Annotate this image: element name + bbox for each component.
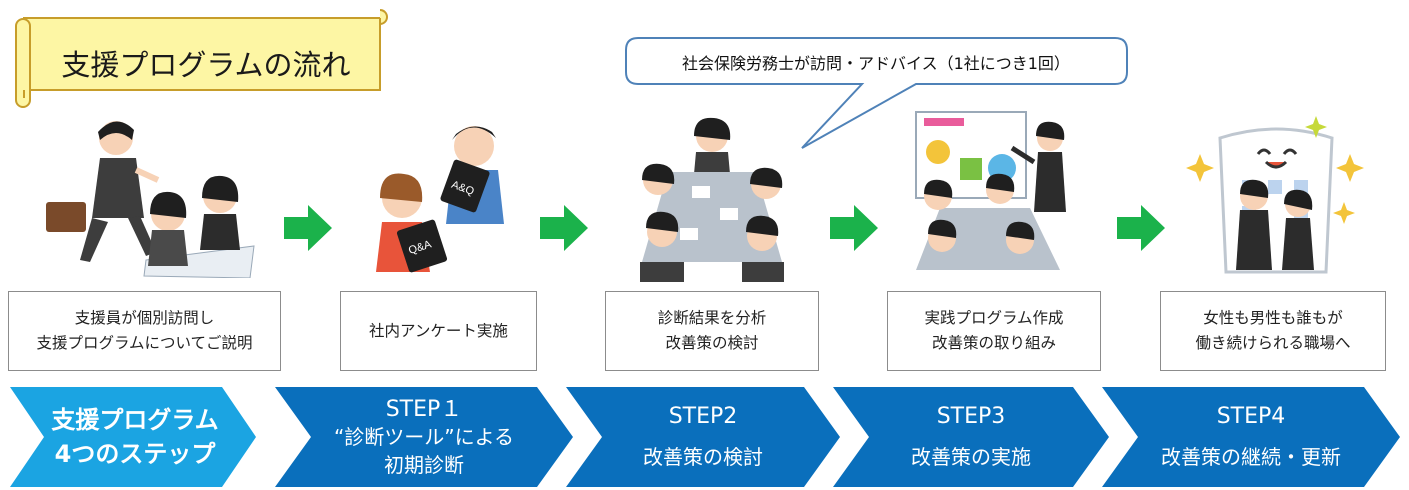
step3-chevron xyxy=(833,387,1109,487)
intro-chevron-label: 支援プログラム 4つのステップ xyxy=(40,387,230,487)
intro-line-2: 4つのステップ xyxy=(54,440,216,468)
stage-box-survey: 社内アンケート実施 xyxy=(340,291,537,371)
stage-box-implementation: 実践プログラム作成 改善策の取り組み xyxy=(887,291,1101,371)
step2-chevron xyxy=(566,387,840,487)
stage-box-goal: 女性も男性も誰もが 働き続けられる職場へ xyxy=(1160,291,1386,371)
step3-chevron-label: STEP3 改善策の実施 xyxy=(863,387,1079,487)
step1-title: STEP１ xyxy=(385,396,463,422)
speech-bubble-icon xyxy=(625,37,1128,149)
green-arrow-icon xyxy=(1117,205,1165,251)
staff-visit-illustration xyxy=(46,121,255,278)
page-title: 支援プログラムの流れ xyxy=(61,48,351,82)
step4-chevron-label: STEP4 改善策の継続・更新 xyxy=(1132,387,1370,487)
workplace-illustration xyxy=(1186,116,1364,274)
intro-line-1: 支援プログラム xyxy=(51,406,219,434)
step2-title: STEP2 xyxy=(668,404,738,429)
step1-line2: 初期診断 xyxy=(384,452,464,477)
stage-box-visit: 支援員が個別訪問し 支援プログラムについてご説明 xyxy=(8,291,281,371)
step1-line1: “診断ツール”による xyxy=(333,424,515,449)
step4-subtitle: 改善策の継続・更新 xyxy=(1161,445,1341,469)
green-arrow-icon xyxy=(830,205,878,251)
step2-subtitle: 改善策の検討 xyxy=(643,445,763,469)
green-arrow-icon xyxy=(284,205,332,251)
stage-box-analysis: 診断結果を分析 改善策の検討 xyxy=(605,291,819,371)
intro-chevron xyxy=(10,387,256,487)
meeting-illustration xyxy=(640,117,784,282)
step2-chevron-label: STEP2 改善策の検討 xyxy=(596,387,810,487)
step4-title: STEP4 xyxy=(1216,404,1286,429)
step3-title: STEP3 xyxy=(936,404,1006,429)
green-arrow-icon xyxy=(540,205,588,251)
step4-chevron xyxy=(1102,387,1400,487)
presentation-illustration xyxy=(915,111,1066,270)
survey-illustration: A&Q Q&A xyxy=(376,126,504,273)
scroll-banner-icon xyxy=(15,9,388,108)
step1-chevron-label: STEP１ “診断ツール”による 初期診断 xyxy=(305,387,543,487)
step1-chevron xyxy=(275,387,573,487)
speech-bubble-text: 社会保険労務士が訪問・アドバイス（1社につき1回） xyxy=(682,54,1070,73)
step3-subtitle: 改善策の実施 xyxy=(911,445,1031,469)
